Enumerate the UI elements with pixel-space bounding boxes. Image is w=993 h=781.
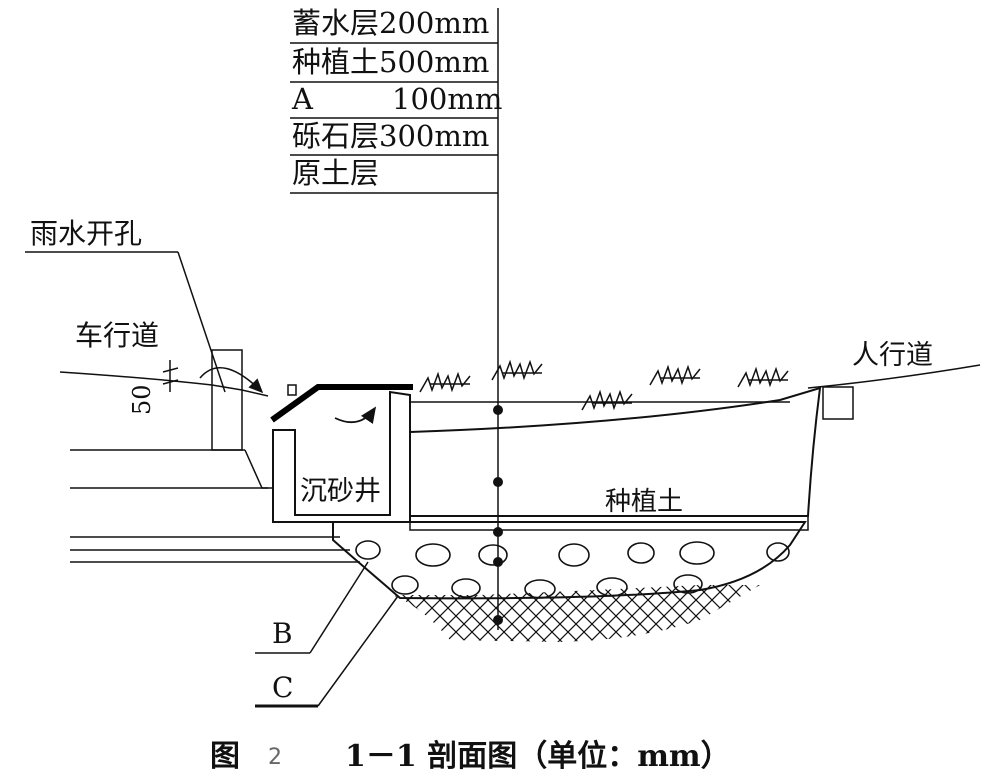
layer-4-label: 砾石层300mm <box>292 119 489 153</box>
layer-3-label-a: A <box>291 82 314 116</box>
rain-opening-label: 雨水开孔 <box>30 217 142 250</box>
gravel-layer <box>332 521 807 600</box>
layer-legend: 蓄水层200mm 种植土500mm A 100mm 砾石层300mm 原土层 <box>290 6 503 630</box>
callout-b-label: B <box>272 617 293 650</box>
callout-c-label: C <box>272 671 293 704</box>
caption-fig: 图 <box>210 739 240 774</box>
sidewalk-label: 人行道 <box>852 340 933 371</box>
callout-b: B <box>255 561 369 654</box>
planting-soil-label: 种植土 <box>605 487 683 517</box>
sand-well-label: 沉砂井 <box>300 476 381 507</box>
sidewalk: 人行道 <box>807 340 981 420</box>
dimension-50: 50 <box>128 360 179 415</box>
sand-settling-well: 沉砂井 <box>270 384 413 523</box>
dimension-50-label: 50 <box>128 384 156 415</box>
callout-c: C <box>255 595 399 708</box>
curb-and-road <box>59 349 360 563</box>
carriageway-label: 车行道 <box>75 319 159 352</box>
well-cover <box>270 384 413 423</box>
layer-2-label: 种植土500mm <box>292 45 489 79</box>
planting-soil-layer <box>409 386 822 517</box>
figure-caption: 图 2 1－1 剖面图（单位：mm） <box>210 739 731 774</box>
caption-title: 1－1 剖面图（单位：mm） <box>345 739 731 774</box>
layer-1-label: 蓄水层200mm <box>292 6 489 40</box>
gravel-stones <box>355 540 790 599</box>
caption-number: 2 <box>268 745 282 770</box>
native-soil-layer <box>392 585 760 642</box>
layer-5-label: 原土层 <box>292 156 379 190</box>
layer-3-label-b: 100mm <box>392 82 502 116</box>
grass-tufts <box>419 359 789 411</box>
rain-opening-callout: 雨水开孔 <box>25 217 226 393</box>
